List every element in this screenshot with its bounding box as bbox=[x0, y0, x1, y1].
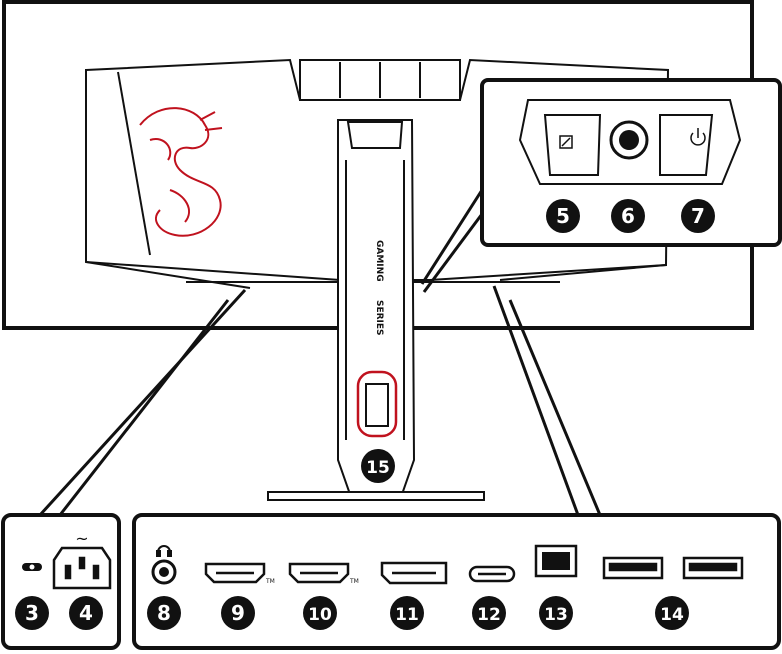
callout-badge-8: 8 bbox=[147, 596, 181, 630]
callout-badge-circle bbox=[539, 596, 573, 630]
callout-badge-10: 10 bbox=[303, 596, 337, 630]
callout-badge-circle bbox=[655, 596, 689, 630]
callout-badge-11: 11 bbox=[390, 596, 424, 630]
headphone-jack[interactable] bbox=[151, 559, 177, 585]
hdmi-tm-1: TM bbox=[265, 578, 275, 585]
callout-badge-5: 5 bbox=[546, 199, 580, 233]
button-panel bbox=[518, 99, 742, 185]
callout-badge-circle bbox=[390, 596, 424, 630]
callout-badge-label: 8 bbox=[157, 601, 171, 625]
headphone-icon bbox=[156, 545, 172, 557]
dragon-logo-icon bbox=[139, 107, 223, 237]
callout-badge-circle bbox=[546, 199, 580, 233]
hdmi-port-2[interactable] bbox=[288, 562, 350, 584]
macro-key-icon bbox=[559, 135, 573, 149]
usb-type-b-port[interactable] bbox=[534, 544, 578, 578]
hdmi-tm-2: TM bbox=[349, 578, 359, 585]
callout-badge-label: 12 bbox=[477, 605, 501, 625]
callout-badge-circle bbox=[303, 596, 337, 630]
callout-badge-7: 7 bbox=[681, 199, 715, 233]
usb-type-a-ports[interactable] bbox=[602, 556, 744, 580]
callout-badge-label: 3 bbox=[25, 601, 39, 625]
leader-lines bbox=[38, 189, 602, 517]
stand-vertical-text-top: GAMING bbox=[374, 240, 384, 282]
callout-badge-circle bbox=[472, 596, 506, 630]
callout-badge-label: 5 bbox=[556, 204, 570, 228]
stand-vertical-text-bottom: SERIES bbox=[374, 300, 384, 336]
callout-badge-circle bbox=[361, 449, 395, 483]
callout-badge-15: 15 bbox=[361, 449, 395, 483]
callout-badge-14: 14 bbox=[655, 596, 689, 630]
cable-clip-highlight bbox=[356, 370, 398, 438]
cable-clip bbox=[365, 383, 389, 427]
callout-badge-label: 13 bbox=[544, 605, 568, 625]
ac-symbol: ~ bbox=[75, 529, 88, 548]
usb-type-c-port[interactable] bbox=[468, 565, 516, 583]
callout-badge-6: 6 bbox=[611, 199, 645, 233]
ac-power-jack[interactable] bbox=[52, 546, 112, 590]
callout-badge-circle bbox=[15, 596, 49, 630]
callout-badge-label: 15 bbox=[366, 458, 390, 478]
callout-badge-3: 3 bbox=[15, 596, 49, 630]
power-icon bbox=[690, 128, 706, 146]
callout-badge-circle bbox=[69, 596, 103, 630]
callout-badge-label: 9 bbox=[231, 601, 245, 625]
callout-badge-label: 7 bbox=[691, 204, 705, 228]
io-panel-box bbox=[132, 513, 781, 650]
callout-badge-4: 4 bbox=[69, 596, 103, 630]
callout-badge-circle bbox=[681, 199, 715, 233]
callout-badge-circle bbox=[147, 596, 181, 630]
callout-badge-circle bbox=[611, 199, 645, 233]
callout-badge-12: 12 bbox=[472, 596, 506, 630]
callout-badge-9: 9 bbox=[221, 596, 255, 630]
callout-badge-label: 6 bbox=[621, 204, 635, 228]
callout-badge-label: 4 bbox=[79, 601, 93, 625]
hdmi-port-1[interactable] bbox=[204, 562, 266, 584]
displayport[interactable] bbox=[380, 561, 448, 585]
navi-joystick[interactable] bbox=[609, 120, 649, 160]
callout-badge-13: 13 bbox=[539, 596, 573, 630]
callout-badge-label: 14 bbox=[660, 605, 684, 625]
callout-badge-label: 10 bbox=[308, 605, 332, 625]
callout-badge-label: 11 bbox=[395, 605, 419, 625]
kensington-lock-icon bbox=[22, 563, 42, 571]
power-panel-box bbox=[1, 513, 121, 650]
callout-badge-circle bbox=[221, 596, 255, 630]
callout-badges: 5 6 7 3 4 8 9 10 11 12 13 14 15 bbox=[15, 199, 715, 630]
